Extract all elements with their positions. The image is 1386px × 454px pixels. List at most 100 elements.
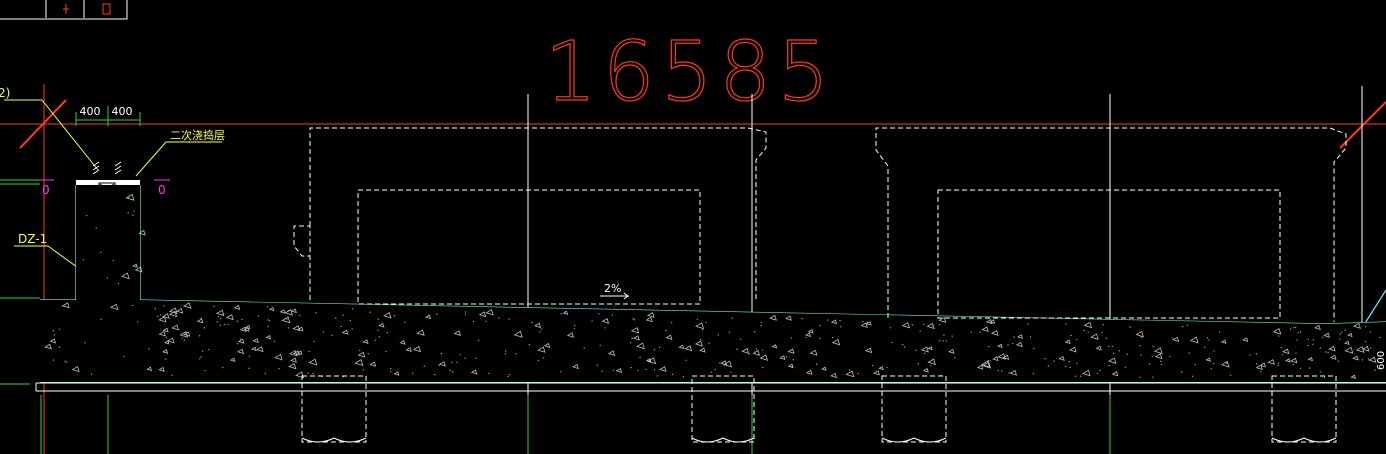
hatch-dot bbox=[1259, 370, 1262, 373]
hatch-triangle bbox=[805, 369, 813, 375]
hatch-triangle bbox=[166, 337, 175, 344]
hatch-dot bbox=[938, 340, 941, 342]
hatch-dot bbox=[970, 331, 972, 334]
hatch-triangle bbox=[645, 316, 653, 323]
hatch-dot bbox=[631, 337, 633, 339]
hatch-dot bbox=[335, 317, 337, 319]
hatch-triangle bbox=[146, 366, 153, 372]
hatch-triangle bbox=[274, 353, 283, 361]
hatch-dot bbox=[819, 337, 821, 339]
hatch-dot bbox=[266, 306, 269, 308]
hatch-triangle bbox=[182, 302, 192, 309]
hatch-triangle bbox=[741, 347, 750, 354]
hatch-triangle bbox=[438, 361, 446, 367]
hatch-dot bbox=[264, 372, 267, 375]
hatch-triangle bbox=[831, 338, 841, 346]
hatch-dot bbox=[848, 369, 851, 371]
hatch-triangle bbox=[405, 347, 412, 353]
hatch-triangle bbox=[645, 358, 652, 363]
hatch-dot bbox=[485, 320, 487, 322]
hatch-dot bbox=[560, 371, 562, 373]
hatch-dot bbox=[201, 350, 204, 352]
hatch-triangle bbox=[997, 343, 1003, 348]
hatch-triangle bbox=[785, 315, 792, 321]
hatch-triangle bbox=[1267, 359, 1275, 365]
hatch-triangle bbox=[759, 354, 768, 361]
hatch-dot bbox=[1047, 365, 1050, 367]
hatch-dot bbox=[84, 342, 86, 344]
hatch-dot bbox=[1159, 360, 1162, 362]
hatch-dot bbox=[464, 313, 467, 316]
hatch-dot bbox=[1007, 344, 1009, 346]
hatch-triangle bbox=[647, 357, 657, 365]
hatch-dot bbox=[451, 371, 454, 373]
hatch-dot bbox=[945, 340, 948, 342]
hatch-dot bbox=[1329, 348, 1332, 351]
hatch-triangle bbox=[71, 365, 80, 373]
hatch-dot bbox=[1299, 367, 1302, 370]
hatch-triangle bbox=[132, 263, 138, 268]
hatch-triangle bbox=[1255, 364, 1263, 371]
hatch-triangle bbox=[268, 306, 275, 312]
hatch-dot bbox=[719, 362, 721, 364]
hatch-dot bbox=[236, 342, 239, 345]
hatch-dot bbox=[378, 335, 381, 338]
hatch-dot bbox=[1278, 335, 1280, 337]
hatch-triangle bbox=[297, 326, 304, 332]
hatch-dot bbox=[404, 321, 406, 323]
hatch-triangle bbox=[470, 369, 478, 375]
hatch-triangle bbox=[44, 343, 52, 350]
hatch-dot bbox=[541, 328, 543, 330]
hatch-triangle bbox=[215, 309, 225, 317]
title-cell-glyph-1 bbox=[63, 4, 69, 14]
hatch-dot bbox=[1105, 337, 1108, 340]
hatch-triangle bbox=[572, 363, 579, 370]
hatch-triangle bbox=[1154, 353, 1163, 360]
hatch-dot bbox=[696, 318, 699, 320]
hatch-dot bbox=[1277, 364, 1279, 367]
hatch-triangle bbox=[938, 316, 947, 323]
hatch-triangle bbox=[864, 347, 873, 354]
hatch-triangle bbox=[138, 229, 146, 236]
hatch-dot bbox=[1140, 354, 1142, 356]
hatch-dot bbox=[604, 327, 606, 329]
hatch-dot bbox=[112, 259, 114, 262]
hatch-dot bbox=[1013, 336, 1015, 338]
hatch-dot bbox=[475, 357, 477, 359]
hatch-dot bbox=[133, 210, 135, 212]
hatch-dot bbox=[1297, 332, 1299, 334]
hatch-dot bbox=[307, 372, 309, 375]
hatch-dot bbox=[1364, 340, 1367, 343]
hatch-dot bbox=[308, 350, 310, 353]
hatch-triangle bbox=[1002, 354, 1010, 360]
hatch-dot bbox=[1249, 354, 1251, 356]
hatch-triangle bbox=[787, 348, 795, 354]
hatch-dot bbox=[658, 346, 661, 349]
hatch-dot bbox=[478, 339, 480, 341]
hatch-dot bbox=[988, 345, 990, 348]
hatch-dot bbox=[979, 331, 982, 333]
hatch-triangle bbox=[922, 368, 929, 373]
hatch-dot bbox=[573, 324, 576, 327]
hatch-dot bbox=[200, 356, 202, 358]
hatch-triangle bbox=[292, 325, 301, 332]
hatch-triangle bbox=[985, 318, 993, 325]
hatch-triangle bbox=[920, 346, 929, 353]
hatch-dot bbox=[1129, 326, 1131, 328]
hatch-dot bbox=[248, 367, 250, 370]
hatch-triangle bbox=[752, 349, 761, 356]
hatch-dot bbox=[227, 323, 229, 326]
hatch-triangle bbox=[632, 335, 640, 341]
hatch-triangle bbox=[158, 366, 165, 372]
axis-tick-right bbox=[1339, 101, 1386, 149]
hatch-dot bbox=[106, 277, 109, 279]
hatch-triangle bbox=[399, 340, 406, 345]
section-marker-right-label: 0 bbox=[158, 183, 166, 197]
hatch-dot bbox=[889, 327, 892, 329]
hatch-dot bbox=[670, 321, 673, 324]
hatch-dot bbox=[82, 259, 84, 261]
dashed-pile-caps bbox=[301, 375, 1337, 443]
hatch-dot bbox=[537, 359, 540, 362]
hatch-triangle bbox=[308, 358, 318, 366]
